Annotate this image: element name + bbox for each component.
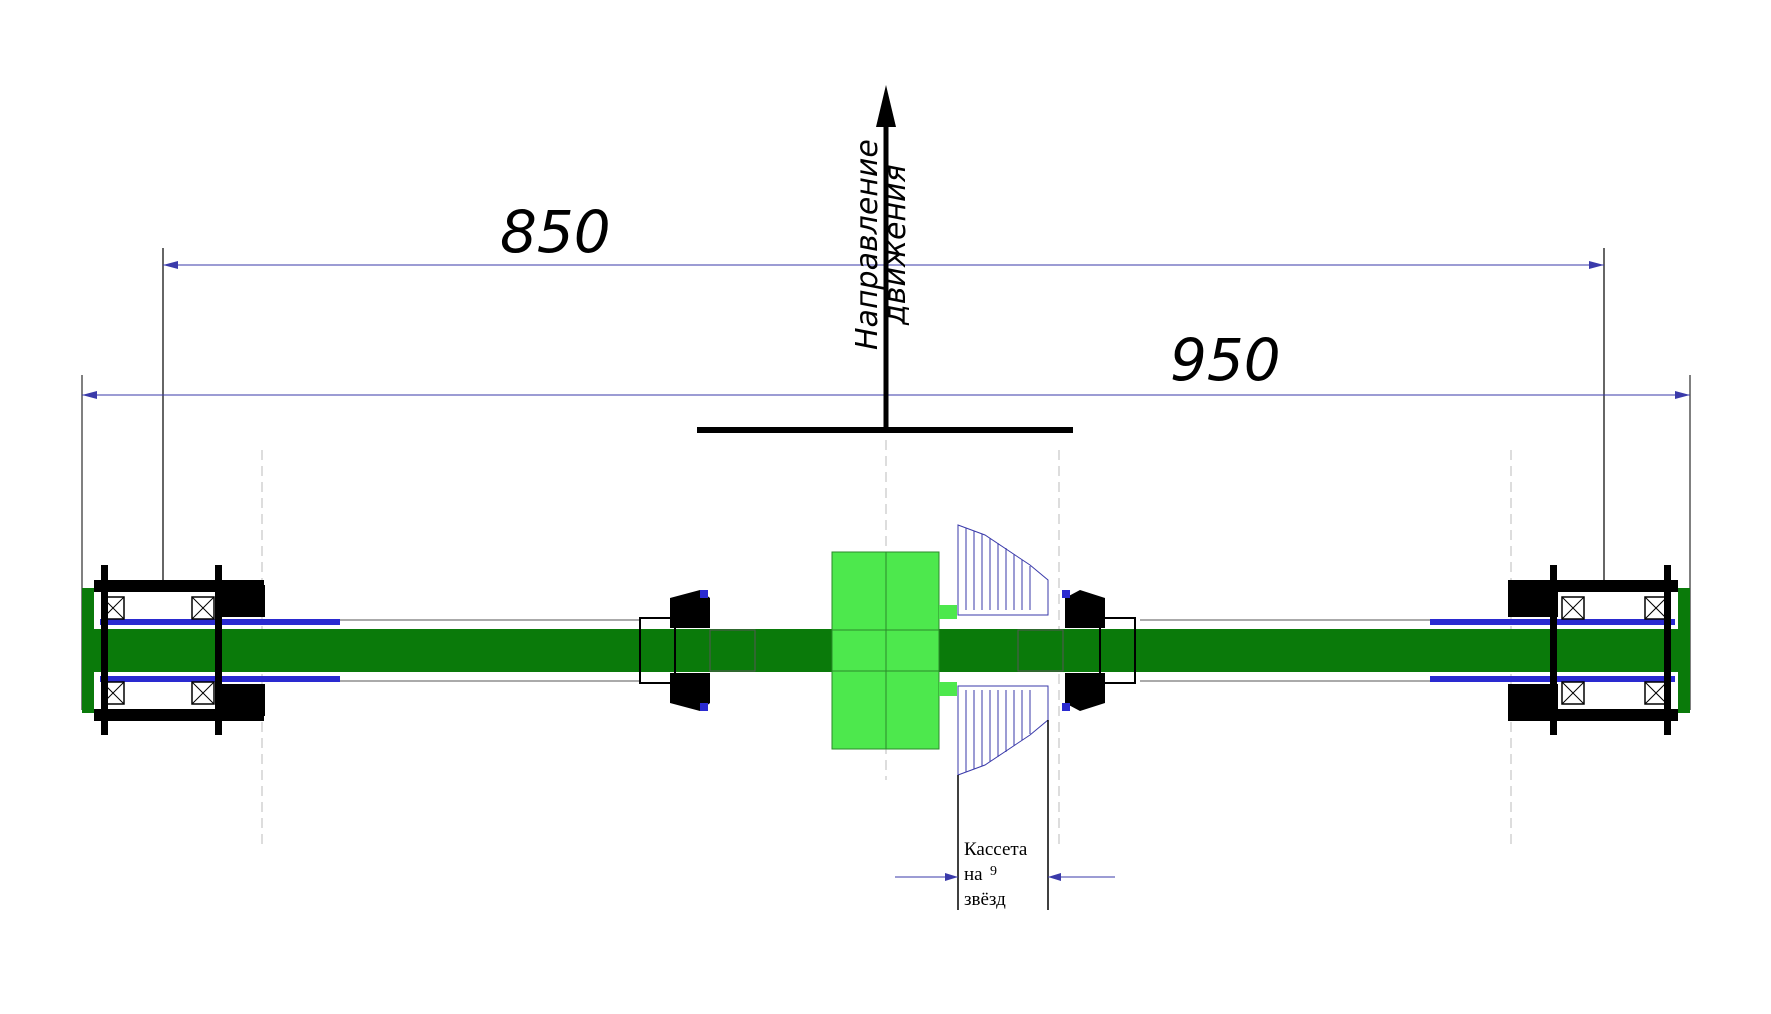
right-inner-bearing [1062,590,1136,711]
cassette [957,524,1049,776]
right-bearing-housing [1508,565,1690,735]
cassette-sprockets [965,528,1031,772]
direction-label-line2: движения [878,164,913,326]
cassette-note-line2: на [964,864,983,885]
tube-outline [340,619,1430,682]
central-hub [831,551,957,750]
cassette-note-line1: Кассета [964,839,1028,860]
left-bearing-housing [82,565,265,735]
dimension-950: 950 [81,326,1691,710]
direction-arrow: Направление движения [697,85,1073,433]
dimension-850-label: 850 [500,198,611,266]
cassette-note-line3: звёзд [964,889,1006,910]
left-inner-bearing [639,590,710,711]
direction-label-line1: Направление [850,139,885,350]
cassette-note-superscript: 9 [990,864,997,879]
dimension-950-label: 950 [1170,326,1281,394]
cassette-dimension: Кассета на 9 звёзд [895,720,1115,910]
